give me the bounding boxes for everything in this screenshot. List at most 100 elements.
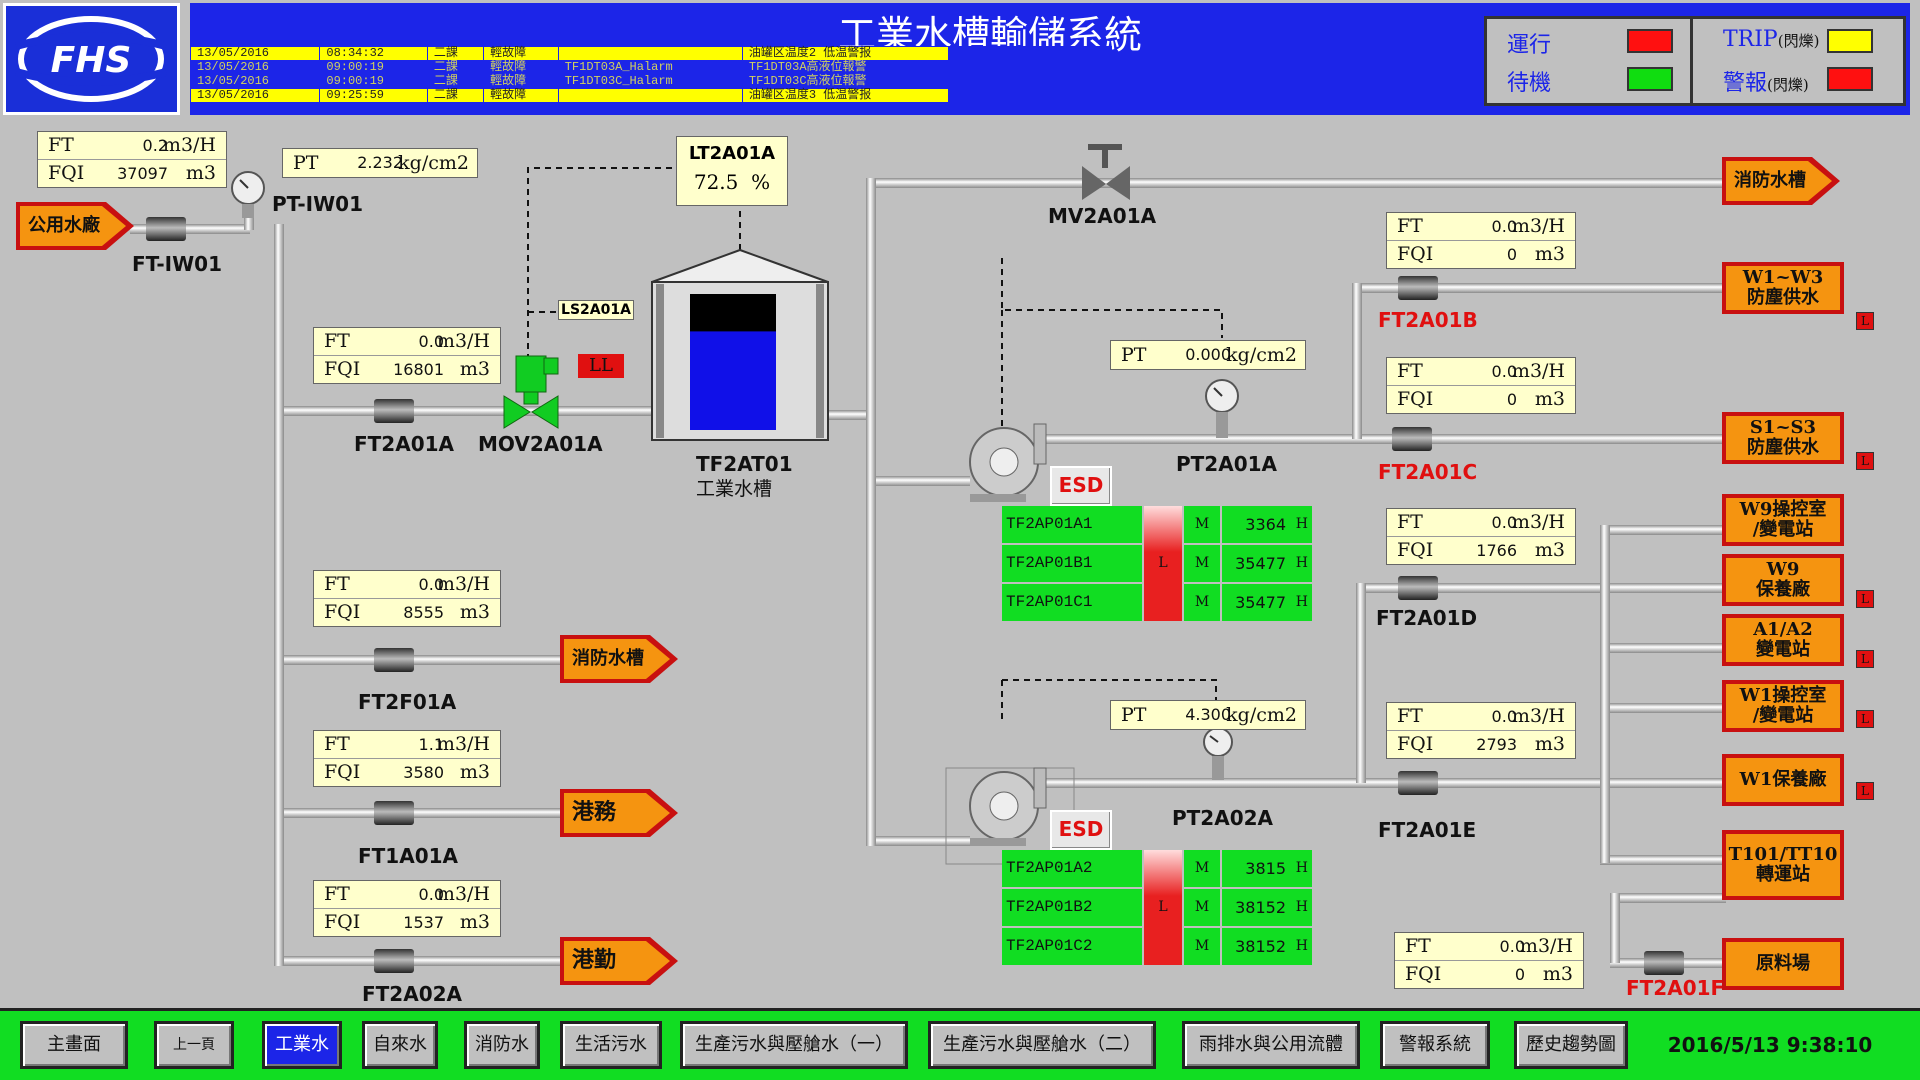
legend-alarm-label: 警報(閃爍) bbox=[1723, 71, 1809, 96]
alarm-spacer bbox=[948, 74, 1112, 89]
alarm-level: 輕故障 bbox=[483, 60, 559, 75]
tag-ft2a01b: FT2A01B bbox=[1378, 308, 1478, 332]
nav-production-sewage-1[interactable]: 生產污水與壓艙水（一） bbox=[680, 1021, 908, 1069]
alarm-date: 13/05/2016 bbox=[189, 88, 321, 103]
alarm-unit: 二課 bbox=[426, 60, 485, 75]
nav-domestic-sewage[interactable]: 生活污水 bbox=[560, 1021, 662, 1069]
low-marker: L bbox=[1856, 650, 1874, 668]
alarm-level: 輕故障 bbox=[483, 88, 559, 103]
tag-ft1a01a: FT1A01A bbox=[358, 844, 459, 868]
pump-group-2-level: L bbox=[1144, 850, 1182, 965]
navigation-footer: 主畫面 上一頁 工業水 自來水 消防水 生活污水 生產污水與壓艙水（一） 生產污… bbox=[0, 1008, 1920, 1080]
tank-subtitle: 工業水槽 bbox=[696, 478, 773, 500]
low-marker: L bbox=[1856, 312, 1874, 330]
esd-button-1[interactable]: ESD bbox=[1050, 466, 1112, 506]
alarm-time: 09:00:19 bbox=[319, 60, 428, 75]
level-value: 72.5 bbox=[693, 170, 739, 194]
low-low-alarm: LL bbox=[578, 354, 624, 378]
pump-group-1-level: L bbox=[1144, 506, 1182, 621]
dest-fire-tank-mid[interactable]: 消防水槽 bbox=[560, 635, 678, 683]
nav-fire-water[interactable]: 消防水 bbox=[464, 1021, 540, 1069]
fhs-logo: FHS bbox=[3, 3, 180, 115]
legend-standby-label: 待機 bbox=[1507, 71, 1552, 96]
alarm-time: 08:34:32 bbox=[319, 46, 428, 61]
dest-harbor-service[interactable]: 港勤 bbox=[560, 937, 678, 985]
alarm-unit: 二課 bbox=[426, 88, 485, 103]
level-tag: LT2A01A bbox=[688, 143, 776, 164]
tag-mov2a01a[interactable]: MOV2A01A bbox=[478, 432, 603, 456]
nav-alarm-system[interactable]: 警報系統 bbox=[1380, 1021, 1490, 1069]
alarm-level: 輕故障 bbox=[483, 74, 559, 89]
alarm-spacer bbox=[948, 46, 1112, 61]
legend-run-label: 運行 bbox=[1507, 33, 1552, 58]
dest-w1-control[interactable]: W1操控室/變電站 bbox=[1722, 680, 1844, 732]
alarm-date: 13/05/2016 bbox=[189, 74, 321, 89]
legend-standby-lamp bbox=[1627, 67, 1673, 91]
level-unit: % bbox=[751, 170, 771, 194]
legend-trip-label: TRIP(閃爍) bbox=[1723, 27, 1820, 52]
alarm-desc: 油罐区温度3 低温警报 bbox=[741, 88, 950, 103]
dest-fire-tank-top[interactable]: 消防水槽 bbox=[1722, 157, 1840, 205]
status-legend: 運行 待機 TRIP(閃爍) 警報(閃爍) bbox=[1484, 16, 1906, 106]
alarm-spacer bbox=[948, 88, 1112, 103]
nav-rain-utility[interactable]: 雨排水與公用流體 bbox=[1182, 1021, 1360, 1069]
tag-ft2a01a: FT2A01A bbox=[354, 432, 455, 456]
nav-production-sewage-2[interactable]: 生產污水與壓艙水（二） bbox=[928, 1021, 1156, 1069]
nav-industrial-water[interactable]: 工業水 bbox=[262, 1021, 342, 1069]
legend-trip-lamp bbox=[1827, 29, 1873, 53]
dest-w1-maintenance[interactable]: W1保養廠 bbox=[1722, 754, 1844, 806]
tag-pt-iw01: PT-IW01 bbox=[272, 192, 363, 216]
nav-tap-water[interactable]: 自來水 bbox=[362, 1021, 438, 1069]
tag-mv2a01a[interactable]: MV2A01A bbox=[1048, 204, 1157, 228]
legend-run-lamp bbox=[1627, 29, 1673, 53]
low-marker: L bbox=[1856, 782, 1874, 800]
nav-main-screen[interactable]: 主畫面 bbox=[20, 1021, 128, 1069]
tag-tank: TF2AT01 bbox=[696, 452, 793, 476]
source-utility-plant[interactable]: 公用水廠 bbox=[16, 202, 134, 250]
dest-port-affairs[interactable]: 港務 bbox=[560, 789, 678, 837]
dest-w9-control[interactable]: W9操控室/變電站 bbox=[1722, 494, 1844, 546]
lt2a01a-readout: LT2A01A 72.5 % bbox=[676, 136, 788, 206]
piping-diagram bbox=[130, 144, 1726, 975]
alarm-tag bbox=[557, 88, 743, 103]
ls2a01a-label: LS2A01A bbox=[558, 300, 634, 320]
nav-previous-page[interactable]: 上一頁 bbox=[154, 1021, 234, 1069]
alarm-time: 09:25:59 bbox=[319, 88, 428, 103]
esd-button-2[interactable]: ESD bbox=[1050, 810, 1112, 850]
dest-raw-material-yard[interactable]: 原料場 bbox=[1722, 938, 1844, 990]
alarm-spacer bbox=[948, 60, 1112, 75]
tag-ft2a01d: FT2A01D bbox=[1376, 606, 1478, 630]
tag-ft-iw01: FT-IW01 bbox=[132, 252, 222, 276]
low-marker: L bbox=[1856, 452, 1874, 470]
alarm-date: 13/05/2016 bbox=[189, 46, 321, 61]
datetime-display: 2016/5/13 9:38:10 bbox=[1667, 1033, 1873, 1057]
nav-history-trend[interactable]: 歷史趨勢圖 bbox=[1514, 1021, 1628, 1069]
